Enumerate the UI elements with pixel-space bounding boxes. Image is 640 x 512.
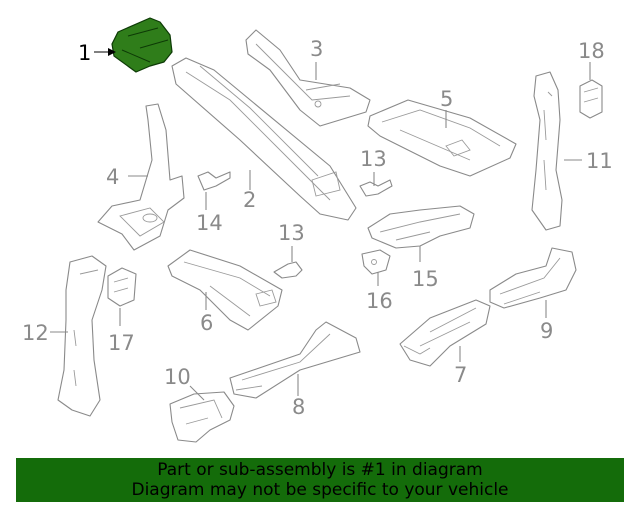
callout-16: 16: [366, 289, 393, 313]
part-3[interactable]: [245, 29, 371, 127]
callout-10: 10: [164, 365, 191, 389]
callout-2: 2: [243, 188, 256, 212]
part-17[interactable]: [107, 267, 137, 307]
info-banner: Part or sub-assembly is #1 in diagram Di…: [16, 458, 624, 502]
callout-4: 4: [106, 165, 119, 189]
callout-17: 17: [108, 331, 135, 355]
part-7[interactable]: [399, 299, 491, 367]
callout-13-upper: 13: [360, 147, 387, 171]
callout-14: 14: [196, 211, 223, 235]
banner-line-1: Part or sub-assembly is #1 in diagram: [157, 460, 483, 480]
callout-3: 3: [310, 37, 323, 61]
callout-5: 5: [440, 87, 453, 111]
callout-1: 1: [78, 41, 91, 65]
part-8[interactable]: [229, 321, 361, 399]
part-18[interactable]: [579, 79, 603, 119]
part-13-lower[interactable]: [273, 261, 303, 279]
part-6[interactable]: [167, 249, 283, 331]
callout-8: 8: [292, 395, 305, 419]
part-5[interactable]: [367, 99, 517, 177]
part-14[interactable]: [197, 171, 231, 191]
part-1-highlighted[interactable]: [111, 17, 173, 73]
callout-7: 7: [454, 363, 467, 387]
callout-13-lower: 13: [278, 221, 305, 245]
callout-9: 9: [540, 319, 553, 343]
callout-12: 12: [22, 321, 49, 345]
banner-line-2: Diagram may not be specific to your vehi…: [131, 480, 509, 500]
part-12[interactable]: [57, 255, 107, 417]
callout-11: 11: [586, 149, 613, 173]
part-15[interactable]: [367, 205, 475, 249]
part-9[interactable]: [489, 247, 577, 309]
callout-15: 15: [412, 267, 439, 291]
part-4[interactable]: [97, 103, 185, 251]
part-10[interactable]: [169, 391, 235, 443]
callout-6: 6: [200, 311, 213, 335]
part-2[interactable]: [171, 57, 357, 221]
part-13-upper[interactable]: [359, 179, 393, 197]
part-16[interactable]: [361, 249, 391, 275]
part-11[interactable]: [531, 71, 563, 231]
callout-18: 18: [578, 39, 605, 63]
